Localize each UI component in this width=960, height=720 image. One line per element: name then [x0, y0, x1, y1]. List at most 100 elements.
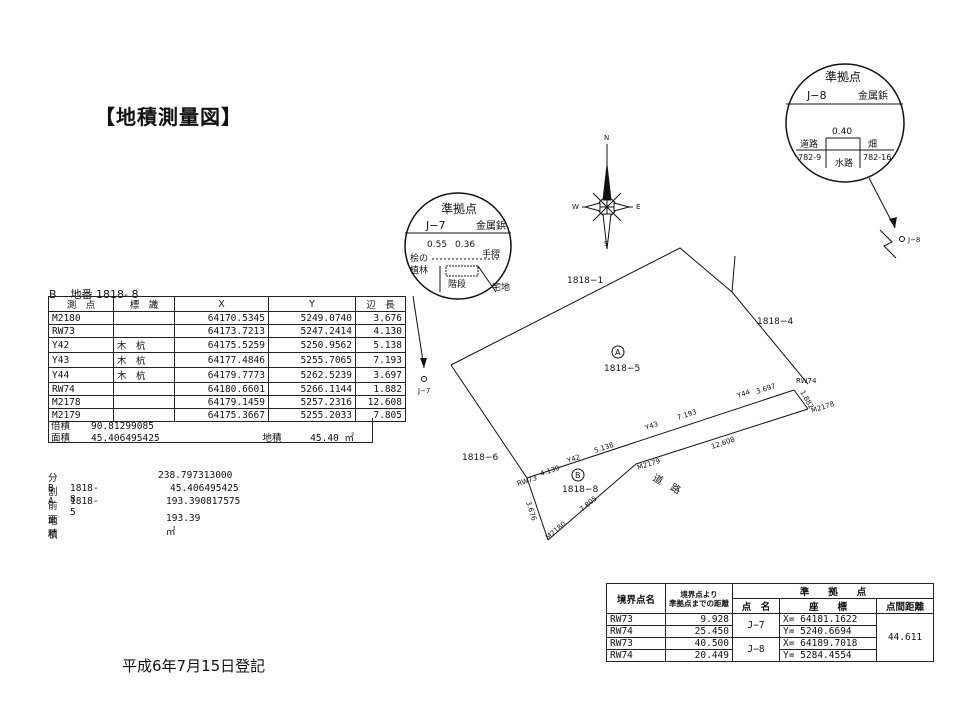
compass-n: N: [604, 134, 609, 142]
compass-rose-icon: [582, 144, 633, 250]
parcel-1818-6: 1818−6: [462, 453, 498, 463]
j7-marker-icon: [421, 376, 427, 382]
ref-j7-y: Y= 5240.6694: [779, 625, 877, 638]
ref-dist: 9.928: [665, 613, 733, 626]
compass-w: W: [572, 203, 579, 211]
j7-label-stairs: 階段: [448, 278, 466, 290]
circle-a-icon: [611, 345, 625, 359]
j7-title: 準拠点: [441, 201, 477, 216]
ref-j8-x: X= 64189.7018: [779, 637, 877, 650]
area-value: 45.406495425: [91, 433, 160, 444]
pt-rw74: RW74: [796, 377, 817, 385]
area-summary: 倍積 90.81299085 面積 45.406495425 地積 45.40 ㎡: [48, 418, 373, 444]
division-parcel: 1818-8: [70, 483, 99, 505]
cell-y: 5255.2033: [268, 408, 356, 422]
ref-header-row: 境界点名 境界点より 準拠点までの距離 準 拠 点: [606, 583, 934, 614]
pt-rw73: RW73: [516, 474, 538, 488]
j7-map-label: J−7: [417, 387, 430, 395]
double-area-row: 倍積 90.81299085: [51, 418, 154, 432]
ref-name: RW73: [606, 613, 666, 626]
j7-point: J−7: [425, 219, 445, 232]
division-parcel: 1818-5: [70, 496, 99, 518]
ref-col-point: 点 名: [732, 598, 780, 614]
j8-marker-icon: [899, 236, 905, 242]
j8-parcel-right: 782-16: [863, 153, 891, 162]
pt-y43: Y43: [643, 420, 659, 432]
edge-y44-rw74: 3.697: [755, 382, 777, 396]
division-value: 45.406495425: [170, 483, 239, 494]
double-area-label: 倍積: [51, 421, 71, 432]
cell-length: 7.805: [355, 408, 406, 422]
reference-point-table: 境界点名 境界点より 準拠点までの距離 準 拠 点 点 名 座 標 点間距離 R…: [606, 583, 934, 662]
edge-y43-y44: 7.193: [676, 408, 698, 422]
j8-dim: 0.40: [832, 127, 852, 137]
edge-m2179-m2180: 7.805: [578, 495, 598, 514]
parcel-1818-8: 1818−8: [562, 485, 598, 495]
j7-label-left2: 植林: [410, 264, 428, 276]
area-row: 面積 45.406495425: [51, 430, 160, 444]
land-area: 地積 45.40 ㎡: [263, 430, 354, 444]
table-row: RW74 20.449 Y= 5284.4554: [606, 649, 934, 662]
j8-title: 準拠点: [825, 69, 861, 84]
ref-col-between: 点間距離: [876, 598, 934, 614]
parcel-1818-4: 1818−4: [757, 317, 793, 327]
ref-between: 44.611: [876, 613, 934, 662]
parcel-1818-5: 1818−5: [604, 364, 640, 374]
ref-dist: 40.500: [665, 637, 733, 650]
parcel-boundaries: [450, 247, 809, 541]
circle-b-icon: [571, 468, 585, 482]
table-row: RW73 40.500 J−8 X= 64189.7018: [606, 637, 934, 662]
land-area-label: 地積: [262, 433, 282, 444]
coordinate-table: 測 点 標 識 X Y 辺 長 M2180 64170.5345 5249.07…: [48, 296, 406, 422]
road-label: 道 路: [651, 471, 684, 497]
ref-col-dist-line1: 境界点より: [680, 589, 718, 599]
registration-date: 平成6年7月15日登記: [122, 657, 266, 675]
j8-label-water: 水路: [835, 157, 853, 169]
j8-label-road: 道路: [800, 138, 818, 150]
j8-parcel-left: 782-9: [798, 153, 821, 162]
ref-dist: 25.450: [665, 625, 733, 638]
table-row: RW73 9.928 J−7 X= 64181.1622 44.611: [606, 613, 934, 662]
pt-y42: Y42: [565, 453, 581, 465]
pt-m2179: M2179: [636, 457, 661, 472]
j8-map-label: J−8: [907, 236, 920, 244]
compass-e: E: [636, 203, 640, 211]
cell-x: 64175.3667: [174, 408, 269, 422]
ref-name: RW74: [606, 649, 666, 662]
division-id: A: [48, 496, 54, 507]
ref-col-coord: 座 標: [779, 598, 877, 614]
ref-col-dist: 境界点より 準拠点までの距離: [665, 583, 733, 614]
j7-label-rail: 手摺: [482, 248, 500, 260]
double-area-value: 90.81299085: [91, 421, 154, 432]
j7-label-house: 宅地: [492, 281, 510, 293]
ref-name: RW73: [606, 637, 666, 650]
pt-m2180: M2180: [544, 520, 567, 541]
division-land-label: 地 積: [48, 516, 77, 541]
ref-j8-y: Y= 5284.4554: [779, 649, 877, 662]
j8-label-field: 畑: [868, 138, 877, 150]
j7-label-left1: 桧の: [410, 252, 428, 264]
ref-col-ref: 準 拠 点: [732, 583, 934, 599]
parcel-1818-1: 1818−1: [567, 276, 603, 286]
ref-dist: 20.449: [665, 649, 733, 662]
parcel-prefix: B: [49, 288, 57, 301]
j8-point: J−8: [806, 89, 826, 102]
edge-m2178-m2179: 12.608: [710, 436, 736, 451]
division-id: B: [48, 483, 54, 494]
area-label: 面積: [51, 433, 71, 444]
table-row: M2179 64175.3667 5255.2033 7.805: [48, 408, 406, 422]
division-value: 193.390817575: [166, 496, 241, 507]
land-area-value: 45.40 ㎡: [310, 433, 354, 444]
pt-y44: Y44: [735, 388, 751, 400]
circle-a-label: A: [615, 348, 621, 357]
ref-j8: J−8: [732, 637, 780, 662]
page-title: 【地積測量図】: [95, 105, 242, 129]
j7-dim1: 0.55: [427, 240, 447, 250]
ref-col-name: 境界点名: [606, 583, 666, 614]
edge-rw73-y42: 4.130: [539, 464, 561, 478]
division-heading: 分割前面積: [48, 473, 58, 540]
callout-j7: [404, 192, 512, 369]
table-row: RW74 25.450 Y= 5240.6694: [606, 625, 934, 638]
table-row: RW74 64180.6601 5266.1144 1.882: [48, 382, 406, 396]
